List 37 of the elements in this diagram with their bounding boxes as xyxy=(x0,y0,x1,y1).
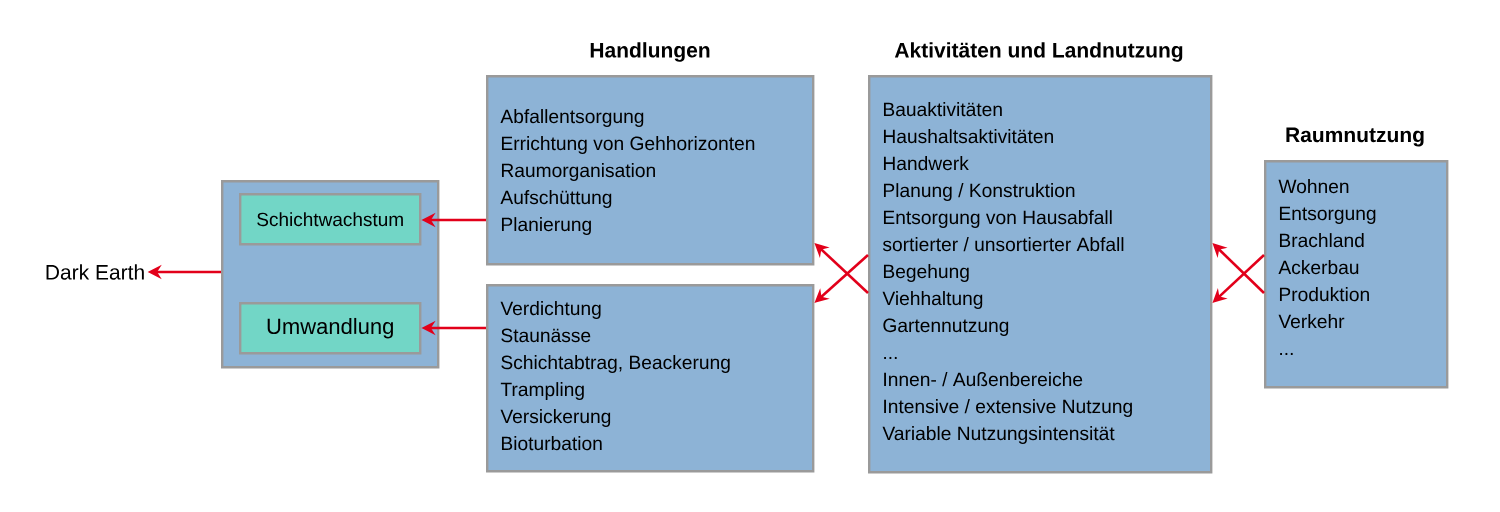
list-item: Innen- / Außenbereiche xyxy=(884,372,1083,387)
list-item: Errichtung von Gehhorizonten xyxy=(502,136,755,154)
list-item: Intensive / extensive Nutzung xyxy=(884,399,1132,417)
list-item: Wohnen xyxy=(1278,179,1349,194)
list-item: Bioturbation xyxy=(502,436,602,451)
list-item: ... xyxy=(884,356,897,359)
list-item: Schichtabtrag, Beackerung xyxy=(501,355,730,373)
list-item: Entsorgung von Hausabfall xyxy=(883,210,1112,228)
list-item: Haushaltsaktivitäten xyxy=(883,129,1053,144)
list-item: Aufschüttung xyxy=(500,190,612,208)
list-item: Gartennutzung xyxy=(883,318,1009,336)
list-item: Raumorganisation xyxy=(502,163,655,181)
list-item: Handwerk xyxy=(883,156,969,171)
list-item: Verdichtung xyxy=(500,301,601,319)
list-item: Abfallentsorgung xyxy=(500,109,644,127)
list-item: Verkehr xyxy=(1278,314,1345,329)
list-item: sortierter / unsortierter Abfall xyxy=(882,237,1124,252)
list-item: Entsorgung xyxy=(1279,206,1376,224)
list-item: Planung / Konstruktion xyxy=(883,183,1075,201)
list-item: Trampling xyxy=(500,382,584,400)
list-item: Produktion xyxy=(1279,287,1369,302)
box-heading: Raumnutzung xyxy=(1286,127,1424,147)
output-label: Dark Earth xyxy=(46,264,144,280)
box-heading: Handlungen xyxy=(590,42,710,62)
process-box: Schichtwachstum xyxy=(239,193,422,246)
list-item: Ackerbau xyxy=(1278,260,1359,275)
list-item: Variable Nutzungsintensität xyxy=(882,426,1115,444)
list-item: Versickerung xyxy=(500,409,611,427)
box-heading: Aktivitäten und Landnutzung xyxy=(894,42,1183,62)
list-item: Bauaktivitäten xyxy=(883,102,1002,117)
list-item: Staunässe xyxy=(501,328,591,343)
list-item: Planierung xyxy=(502,217,591,235)
process-box: Umwandlung xyxy=(239,302,422,355)
list-item: ... xyxy=(1280,352,1293,355)
list-item: Brachland xyxy=(1279,233,1364,248)
list-item: Begehung xyxy=(883,264,969,282)
list-item: Viehhaltung xyxy=(882,291,983,309)
